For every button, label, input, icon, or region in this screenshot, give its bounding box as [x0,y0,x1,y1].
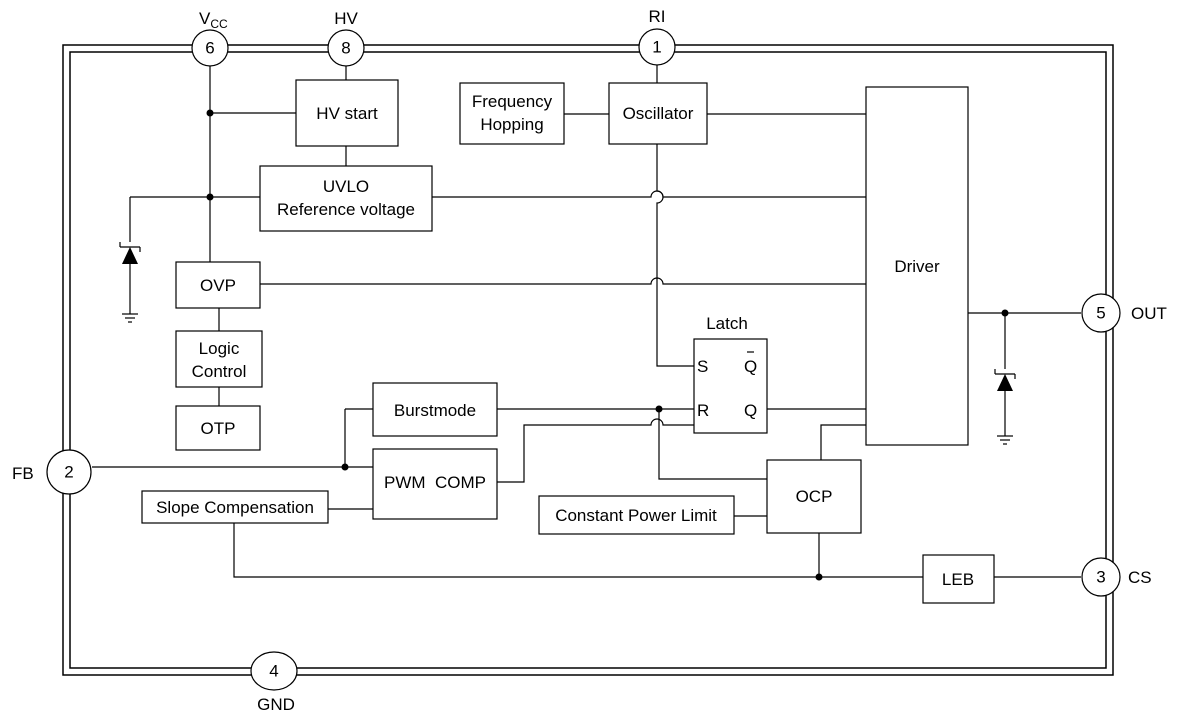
pin-ri-number: 1 [652,38,661,57]
oscillator-block: Oscillator [608,82,708,145]
leb-block: LEB [922,554,995,604]
frequency-hopping-label-2: Hopping [480,115,543,134]
pin-vcc-label-sub: CC [210,17,228,31]
logic-control-label-2: Control [192,362,247,381]
hv-start-label: HV start [316,104,378,123]
leb-label: LEB [942,570,974,589]
pin-out-label: OUT [1131,304,1167,323]
osc-to-latch-s-wire [656,144,694,367]
latch-title: Latch [706,314,748,333]
pin-vcc-label: VCC [199,9,228,31]
ocp-block: OCP [766,459,862,534]
pin-hv: 8 HV [327,9,365,67]
driver-label: Driver [894,257,940,276]
otp-block: OTP [175,405,261,451]
slope-to-cs-wire [233,523,923,578]
pin-out: 5 OUT [1081,293,1167,333]
ground-left-icon [122,313,138,323]
ocp-to-driver-wire [820,424,866,460]
junction-dot [815,573,823,581]
junction-dot [341,463,349,471]
ovp-block: OVP [175,261,261,309]
pin-hv-number: 8 [341,39,350,58]
slope-compensation-label: Slope Compensation [156,498,314,517]
pin-hv-label: HV [334,9,358,28]
latch-block: Latch S R Q Q [693,314,768,434]
junction-dot [655,405,663,413]
logic-control-block: Logic Control [175,330,263,388]
hv-start-block: HV start [295,79,399,147]
uvlo-block: UVLO Reference voltage [259,165,433,232]
latch-s-label: S [697,357,708,376]
frequency-hopping-label-1: Frequency [472,92,553,111]
ocp-to-latch-r-wire [658,409,767,480]
pin-cs-number: 3 [1096,568,1105,587]
latch-q-label: Q [744,401,757,420]
pin-fb: 2 FB [12,449,92,495]
pin-fb-number: 2 [64,463,73,482]
ocp-label: OCP [796,487,833,506]
pin-vcc-number: 6 [205,39,214,58]
zener-diode-left-icon [119,242,141,264]
burstmode-block: Burstmode [372,382,498,437]
pin-cs: 3 CS [1081,557,1152,597]
pin-cs-label: CS [1128,568,1152,587]
pin-ri-label: RI [649,7,666,26]
zener-diode-right-icon [994,369,1016,391]
constant-power-limit-label: Constant Power Limit [555,506,717,525]
burstmode-label: Burstmode [394,401,476,420]
junction-dot [206,109,214,117]
latch-qbar-label: Q [744,357,757,376]
logic-control-label-1: Logic [199,339,240,358]
ovp-to-driver-wire [260,277,866,285]
driver-block: Driver [865,86,969,446]
ovp-label: OVP [200,276,236,295]
uvlo-label-2: Reference voltage [277,200,415,219]
pin-fb-label: FB [12,464,34,483]
pwm-comp-label: PWM COMP [384,473,486,492]
pin-gnd: 4 GND [250,651,298,714]
oscillator-label: Oscillator [623,104,694,123]
junction-dot [206,193,214,201]
pin-gnd-label: GND [257,695,295,714]
uvlo-label-1: UVLO [323,177,369,196]
latch-r-label: R [697,401,709,420]
pin-vcc-label-main: V [199,9,211,28]
chip-outline-inner [69,51,1107,669]
pin-gnd-number: 4 [269,662,278,681]
uvlo-to-driver-wire [432,190,866,198]
constant-power-limit-block: Constant Power Limit [538,495,735,535]
pin-ri: 1 RI [638,7,676,66]
otp-label: OTP [201,419,236,438]
junction-dot [1001,309,1009,317]
chip-outline-outer [62,44,1114,676]
slope-compensation-block: Slope Compensation [141,490,329,524]
pwm-to-latch-wire [497,418,694,483]
pin-vcc: 6 VCC [191,9,229,67]
frequency-hopping-block: Frequency Hopping [459,82,565,145]
ground-right-icon [997,435,1013,445]
pwm-comp-block: PWM COMP [372,448,498,520]
pin-out-number: 5 [1096,304,1105,323]
